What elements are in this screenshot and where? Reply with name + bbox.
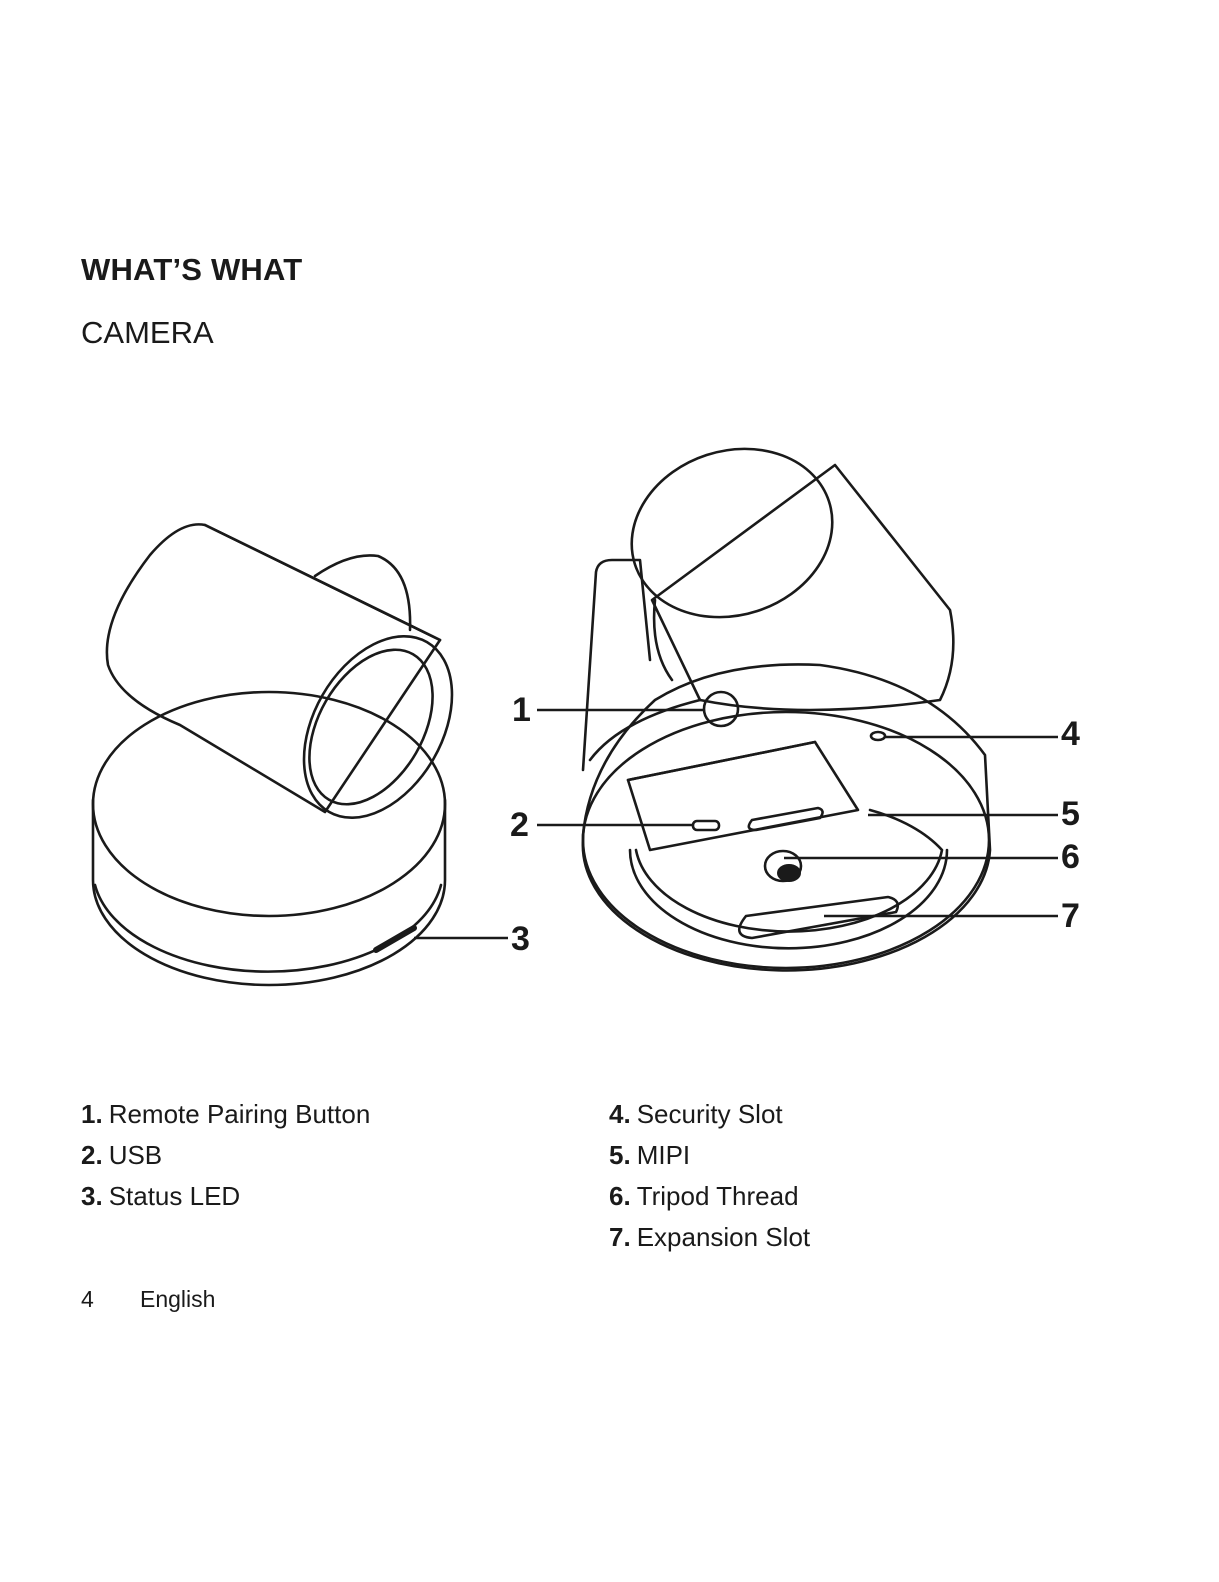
mipi-port-icon — [749, 808, 823, 830]
callout-7: 7 — [1061, 897, 1080, 935]
part-item: 2.USB — [81, 1135, 370, 1176]
parts-list-left: 1.Remote Pairing Button 2.USB 3.Status L… — [81, 1094, 370, 1217]
parts-list-right: 4.Security Slot 5.MIPI 6.Tripod Thread 7… — [609, 1094, 810, 1258]
part-number: 2. — [81, 1140, 103, 1170]
part-label: MIPI — [637, 1140, 690, 1170]
left-camera-illustration — [93, 524, 482, 985]
part-label: USB — [109, 1140, 162, 1170]
callout-1: 1 — [512, 691, 531, 729]
part-number: 7. — [609, 1222, 631, 1252]
status-led-icon — [376, 928, 414, 950]
section-heading: WHAT’S WHAT — [81, 252, 302, 288]
camera-diagram: 1 2 3 4 5 6 7 — [0, 400, 1219, 1000]
part-number: 4. — [609, 1099, 631, 1129]
page-number: 4 — [81, 1286, 94, 1313]
footer-language: English — [140, 1286, 215, 1313]
callout-3: 3 — [511, 920, 530, 958]
part-item: 5.MIPI — [609, 1135, 810, 1176]
part-number: 6. — [609, 1181, 631, 1211]
part-item: 1.Remote Pairing Button — [81, 1094, 370, 1135]
callout-5: 5 — [1061, 795, 1080, 833]
part-label: Expansion Slot — [637, 1222, 810, 1252]
usb-port-icon — [693, 821, 719, 830]
part-label: Remote Pairing Button — [109, 1099, 371, 1129]
part-label: Status LED — [109, 1181, 241, 1211]
callout-2: 2 — [510, 806, 529, 844]
security-slot-icon — [871, 732, 885, 740]
pairing-button-icon — [704, 692, 738, 726]
part-number: 3. — [81, 1181, 103, 1211]
part-number: 1. — [81, 1099, 103, 1129]
right-camera-illustration — [583, 423, 990, 970]
section-subheading: CAMERA — [81, 315, 214, 351]
part-item: 4.Security Slot — [609, 1094, 810, 1135]
part-number: 5. — [609, 1140, 631, 1170]
callout-4: 4 — [1061, 715, 1080, 753]
part-label: Security Slot — [637, 1099, 783, 1129]
callout-6: 6 — [1061, 838, 1080, 876]
part-item: 6.Tripod Thread — [609, 1176, 810, 1217]
part-label: Tripod Thread — [637, 1181, 799, 1211]
part-item: 7.Expansion Slot — [609, 1217, 810, 1258]
part-item: 3.Status LED — [81, 1176, 370, 1217]
